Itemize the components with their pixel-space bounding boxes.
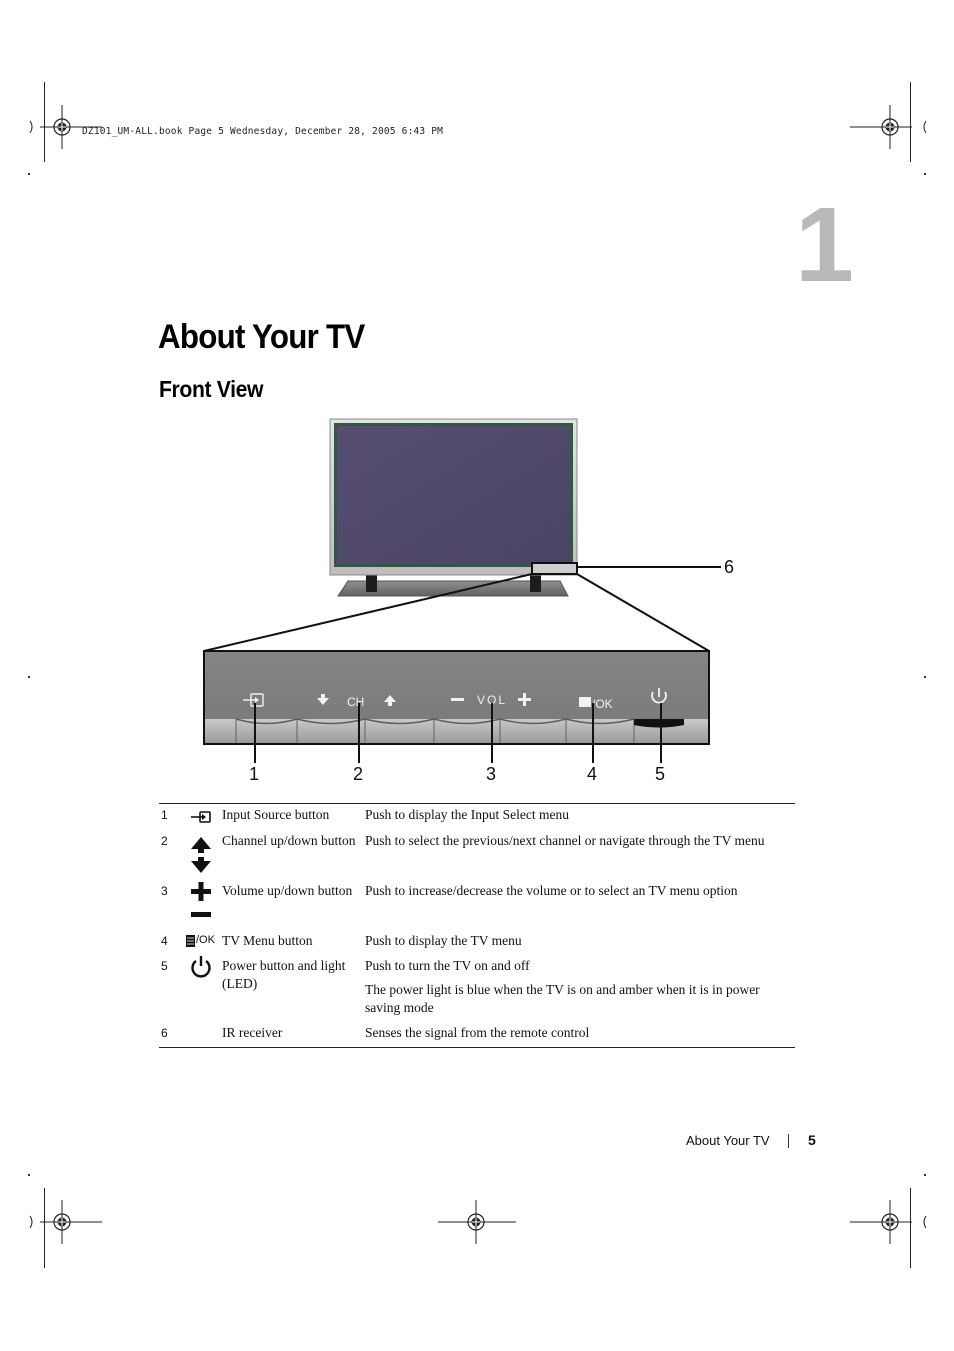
registration-mark-bottom-left <box>29 1200 102 1244</box>
print-slug: DZ101_UM-ALL.book Page 5 Wednesday, Dece… <box>82 126 444 137</box>
menu-ok-icon: /OK <box>186 934 220 948</box>
section-heading: Front View <box>159 376 264 402</box>
registration-mark-top-right <box>850 105 927 149</box>
row-number: 4 <box>161 934 168 948</box>
callout-6: 6 <box>724 557 734 577</box>
table-bottom-rule <box>159 1047 795 1048</box>
row-number: 3 <box>161 884 168 898</box>
item-description: Push to turn the TV on and off <box>365 958 530 973</box>
footer-section-label: About Your TV <box>686 1133 770 1148</box>
control-panel-closeup: CH VOL /OK <box>203 650 710 745</box>
row-number: 1 <box>161 808 168 822</box>
item-description: Push to display the TV menu <box>365 933 522 948</box>
item-name: TV Menu button <box>222 933 313 948</box>
registration-mark-top-left <box>29 105 102 149</box>
row-number: 2 <box>161 834 168 848</box>
chapter-number: 1 <box>795 186 854 304</box>
panel-label-ch: CH <box>347 695 364 709</box>
item-description: Push to display the Input Select menu <box>365 807 569 822</box>
callout-4: 4 <box>587 764 597 784</box>
tv-set <box>329 418 578 597</box>
item-name: Channel up/down button <box>222 833 356 848</box>
callout-2: 2 <box>353 764 363 784</box>
channel-up-down-icon <box>191 837 211 873</box>
panel-label-ok: /OK <box>592 697 613 711</box>
callout-3: 3 <box>486 764 496 784</box>
item-name: Volume up/down button <box>222 883 353 898</box>
power-icon <box>191 956 211 978</box>
tv-front-view-figure: 6 <box>203 418 734 784</box>
callout-1: 1 <box>249 764 259 784</box>
table-top-rule <box>159 803 795 804</box>
item-description: Senses the signal from the remote contro… <box>365 1025 590 1040</box>
volume-up-down-icon <box>191 882 211 917</box>
item-name: IR receiver <box>222 1025 283 1040</box>
footer-separator <box>788 1134 789 1148</box>
item-description: Push to select the previous/next channel… <box>365 833 765 848</box>
item-description-note: The power light is blue when the TV is o… <box>365 982 760 1015</box>
input-source-icon <box>191 811 211 823</box>
item-name: Power button and light (LED) <box>222 958 346 991</box>
registration-mark-bottom-center <box>438 1200 516 1244</box>
registration-mark-bottom-right <box>850 1200 927 1244</box>
row-number: 5 <box>161 959 168 973</box>
callout-5: 5 <box>655 764 665 784</box>
page-title: About Your TV <box>158 318 365 356</box>
row-number: 6 <box>161 1026 168 1040</box>
item-description: Push to increase/decrease the volume or … <box>365 883 738 898</box>
page-number: 5 <box>808 1132 816 1148</box>
menu-ok-icon-text: /OK <box>196 934 215 946</box>
panel-label-vol: VOL <box>477 693 507 707</box>
item-name: Input Source button <box>222 807 330 822</box>
